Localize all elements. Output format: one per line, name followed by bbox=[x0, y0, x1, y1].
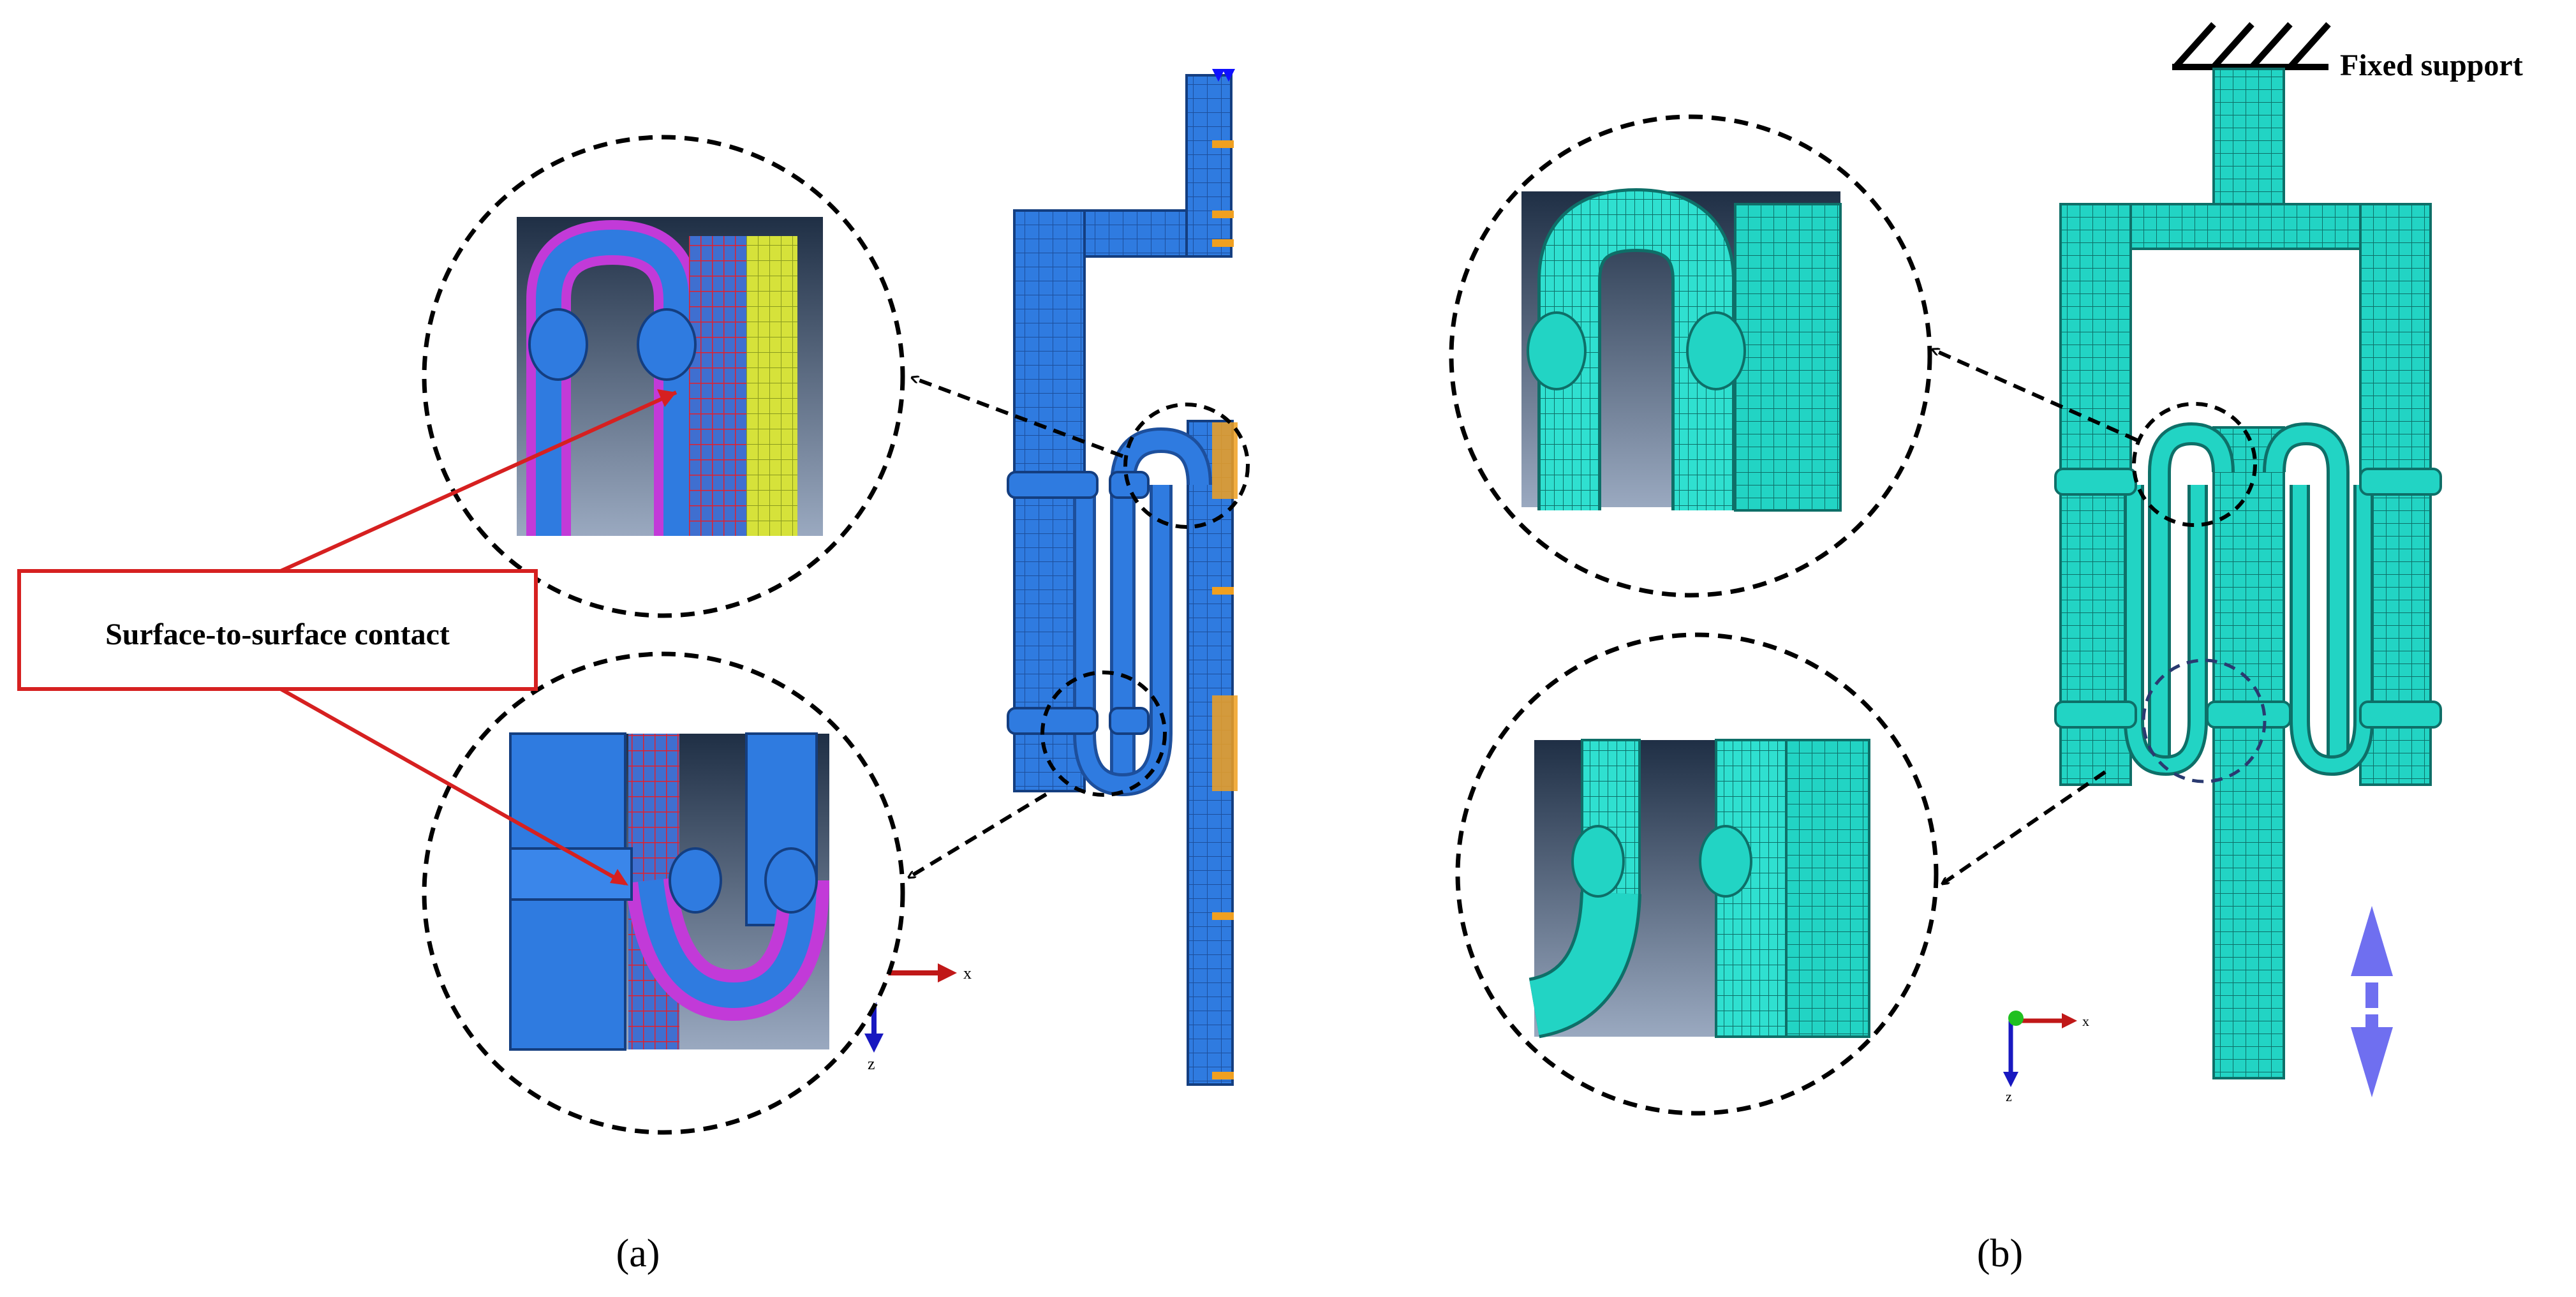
leader-arrow-a-lower bbox=[909, 792, 1047, 877]
leader-arrow-b-lower bbox=[1943, 770, 2106, 884]
boundary-condition-marker-icon bbox=[1212, 69, 1238, 1079]
inset-a-upper bbox=[422, 135, 905, 618]
axis-z-label-b: z bbox=[2006, 1088, 2012, 1104]
axis-x-label-a: x bbox=[963, 964, 972, 982]
inset-a-lower bbox=[422, 651, 905, 1135]
panel-a-label: (a) bbox=[616, 1232, 660, 1275]
inset-b-upper bbox=[1449, 114, 1932, 598]
axis-z-label-a: z bbox=[868, 1055, 875, 1073]
contact-label: Surface-to-surface contact bbox=[105, 618, 450, 651]
contact-callout: Surface-to-surface contact bbox=[17, 389, 677, 886]
inset-b-lower bbox=[1455, 632, 1939, 1116]
panel-b-model: Fixed support bbox=[2054, 22, 2523, 1097]
coordinate-triad-icon-b: x z bbox=[2003, 1011, 2089, 1104]
leader-arrow-a-upper bbox=[912, 378, 1124, 458]
support-label: Fixed support bbox=[2340, 48, 2523, 82]
double-headed-arrow-icon bbox=[2351, 906, 2393, 1097]
leader-arrow-b-upper bbox=[1933, 350, 2138, 442]
axis-x-label-b: x bbox=[2082, 1013, 2089, 1029]
fixed-support-hatch-icon bbox=[2172, 22, 2331, 70]
panel-a-model bbox=[1007, 69, 1250, 1086]
panel-b-label: (b) bbox=[1977, 1232, 2023, 1275]
